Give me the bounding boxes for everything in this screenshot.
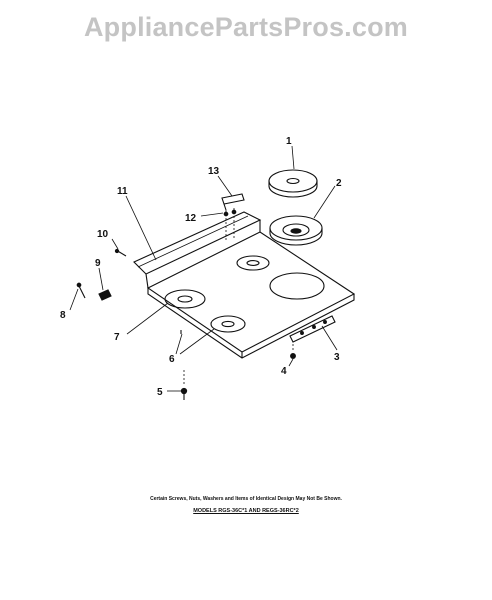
burner-opening-rear bbox=[236, 255, 270, 271]
burner-cap bbox=[268, 169, 318, 193]
burner-head-port bbox=[290, 228, 302, 234]
callout-4: 4 bbox=[281, 366, 287, 377]
leader-3 bbox=[321, 325, 338, 351]
front-trim-hole-3 bbox=[323, 320, 327, 324]
models-caption: MODELS RGS-36C*1 AND REGS-36RC*2 bbox=[0, 508, 492, 514]
leader-2 bbox=[313, 185, 336, 219]
burner-opening-left-inner bbox=[177, 295, 193, 303]
clip-9 bbox=[98, 289, 112, 301]
callout-12: 12 bbox=[185, 213, 197, 224]
leader-6a bbox=[175, 333, 183, 355]
burner-opening-large bbox=[269, 272, 325, 300]
watermark-logo-text: AppliancePartsPros.com bbox=[83, 12, 408, 42]
callout-10: 10 bbox=[97, 229, 109, 240]
callout-1: 1 bbox=[286, 136, 292, 147]
burner-cap-rim bbox=[268, 181, 318, 198]
front-trim-hole-2 bbox=[312, 325, 316, 329]
callout-8: 8 bbox=[60, 310, 66, 321]
leader-8 bbox=[69, 288, 79, 311]
screw-8-head bbox=[76, 282, 82, 288]
rear-trim-inner bbox=[137, 215, 249, 268]
burner-opening-rear-inner bbox=[246, 260, 260, 266]
leader-7 bbox=[126, 302, 169, 335]
screw-4-head bbox=[290, 353, 296, 359]
callout-3: 3 bbox=[334, 352, 340, 363]
callout-5: 5 bbox=[157, 387, 163, 398]
front-trim-strip bbox=[289, 315, 336, 343]
bracket-edge bbox=[223, 203, 227, 211]
rear-trim-strip bbox=[133, 211, 262, 275]
burner-opening-front bbox=[210, 315, 246, 333]
leader-11 bbox=[125, 195, 157, 261]
front-trim-hole-1 bbox=[300, 331, 304, 335]
burner-head-inner bbox=[282, 223, 310, 237]
callout-2: 2 bbox=[336, 178, 342, 189]
leader-6b bbox=[179, 328, 215, 355]
burner-head-rim bbox=[269, 228, 323, 246]
callout-9: 9 bbox=[95, 258, 101, 269]
screw-8 bbox=[78, 285, 86, 299]
leader-12 bbox=[200, 212, 224, 217]
leader-9 bbox=[98, 267, 104, 291]
leader-13 bbox=[217, 175, 233, 197]
callout-13: 13 bbox=[208, 166, 220, 177]
callout-11: 11 bbox=[117, 186, 128, 197]
burner-opening-left bbox=[164, 289, 206, 309]
leader-4 bbox=[288, 358, 294, 367]
callout-6: 6 bbox=[169, 354, 175, 365]
screw-10-head bbox=[114, 248, 120, 254]
models-caption-text: MODELS RGS-36C*1 AND REGS-36RC*2 bbox=[193, 508, 299, 514]
screw-upper bbox=[223, 211, 229, 217]
bracket bbox=[221, 193, 245, 205]
burner-cap-center bbox=[286, 177, 300, 185]
screw-5-head bbox=[180, 387, 188, 395]
leader-10 bbox=[111, 238, 119, 250]
rear-trim-bottom bbox=[145, 273, 149, 289]
burner-opening-front-inner bbox=[221, 320, 235, 328]
callout-7: 7 bbox=[114, 332, 120, 343]
leader-1 bbox=[291, 145, 295, 170]
parts-disclaimer: Certain Screws, Nuts, Washers and Items … bbox=[150, 496, 342, 502]
screw-lower bbox=[231, 209, 237, 215]
